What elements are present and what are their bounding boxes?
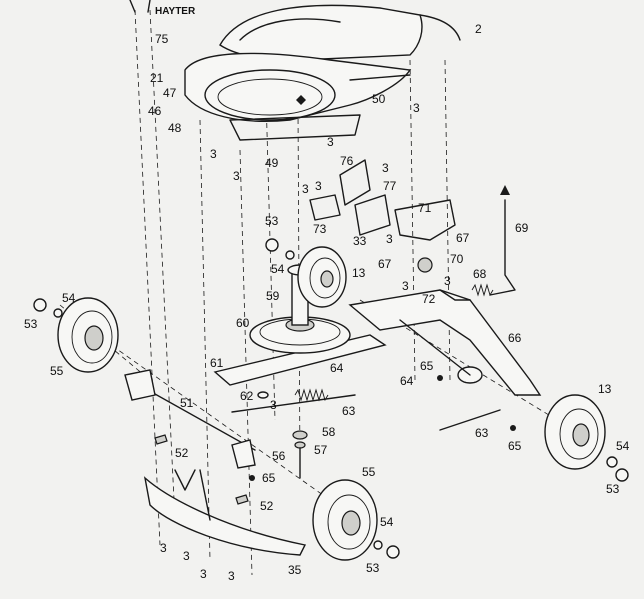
part-label: 64 <box>400 374 414 388</box>
part-label: 63 <box>342 404 356 418</box>
part-label: 3 <box>183 549 190 563</box>
part-label: 33 <box>353 234 367 248</box>
part-label: 52 <box>175 446 189 460</box>
wheel-bottom-center <box>312 479 378 561</box>
part-label: 53 <box>606 482 620 496</box>
part-label: 53 <box>24 317 38 331</box>
part-label: 53 <box>265 214 279 228</box>
part-label: 77 <box>383 179 397 193</box>
part-label: 55 <box>362 465 376 479</box>
part-label: 68 <box>473 267 487 281</box>
part-label: 61 <box>210 356 224 370</box>
part-label: 51 <box>180 396 194 410</box>
part-label: 13 <box>598 382 612 396</box>
part-label: 49 <box>265 156 279 170</box>
part-label: 3 <box>315 179 322 193</box>
part-label: 72 <box>422 292 436 306</box>
part-label: 62 <box>240 389 254 403</box>
part-label: 3 <box>327 135 334 149</box>
part-label: 56 <box>272 449 286 463</box>
fasteners <box>249 375 516 481</box>
part-label: 3 <box>160 541 167 555</box>
part-label: 69 <box>515 221 529 235</box>
axle-frame <box>348 289 542 396</box>
springs <box>294 283 494 402</box>
part-label: 3 <box>413 101 420 115</box>
height-adjust-brackets <box>309 159 456 273</box>
part-label: 66 <box>508 331 522 345</box>
link-rods <box>231 394 501 431</box>
part-label: 3 <box>210 147 217 161</box>
part-label: 3 <box>302 182 309 196</box>
part-label: 21 <box>150 71 164 85</box>
part-label: 3 <box>233 169 240 183</box>
front-skirt <box>143 469 307 556</box>
part-label: 3 <box>444 274 451 288</box>
part-label: 3 <box>402 279 409 293</box>
part-label: 54 <box>616 439 630 453</box>
brand-label: HAYTER <box>155 6 196 17</box>
part-label: 65 <box>508 439 522 453</box>
part-label: 59 <box>266 289 280 303</box>
hub-caps <box>33 238 629 559</box>
wheel-right <box>544 394 606 470</box>
front-axle <box>124 369 256 505</box>
grass-box-top <box>129 0 461 61</box>
part-label: 75 <box>155 32 169 46</box>
part-label: 47 <box>163 86 177 100</box>
part-label: 3 <box>200 567 207 581</box>
part-number-labels: 2 75 21 47 46 48 3 50 3 3 49 3 76 3 3 3 … <box>24 22 630 583</box>
part-label: 3 <box>228 569 235 583</box>
part-label: 60 <box>236 316 250 330</box>
part-label: 76 <box>340 154 354 168</box>
part-label: 65 <box>262 471 276 485</box>
wheel-left-rear <box>57 297 119 373</box>
top-deck <box>184 52 412 141</box>
part-label: 3 <box>386 232 393 246</box>
part-label: 57 <box>314 443 328 457</box>
part-label: 71 <box>418 201 432 215</box>
part-label: 54 <box>271 262 285 276</box>
part-label: 54 <box>62 291 76 305</box>
part-label: 67 <box>456 231 470 245</box>
wheel-top-center <box>297 246 347 308</box>
part-label: 67 <box>378 257 392 271</box>
part-label: 58 <box>322 425 336 439</box>
part-label: 53 <box>366 561 380 575</box>
part-label: 54 <box>380 515 394 529</box>
part-label: 70 <box>450 252 464 266</box>
part-label: 13 <box>352 266 366 280</box>
part-label: 3 <box>382 161 389 175</box>
part-label: 55 <box>50 364 64 378</box>
part-label: 2 <box>475 22 482 36</box>
part-label: 3 <box>270 398 277 412</box>
part-label: 46 <box>148 104 162 118</box>
part-label: 73 <box>313 222 327 236</box>
part-label: 35 <box>288 563 302 577</box>
part-label: 65 <box>420 359 434 373</box>
part-label: 63 <box>475 426 489 440</box>
part-label: 48 <box>168 121 182 135</box>
height-lever <box>489 185 516 296</box>
part-label: 50 <box>372 92 386 106</box>
part-label: 64 <box>330 361 344 375</box>
part-label: 52 <box>260 499 274 513</box>
